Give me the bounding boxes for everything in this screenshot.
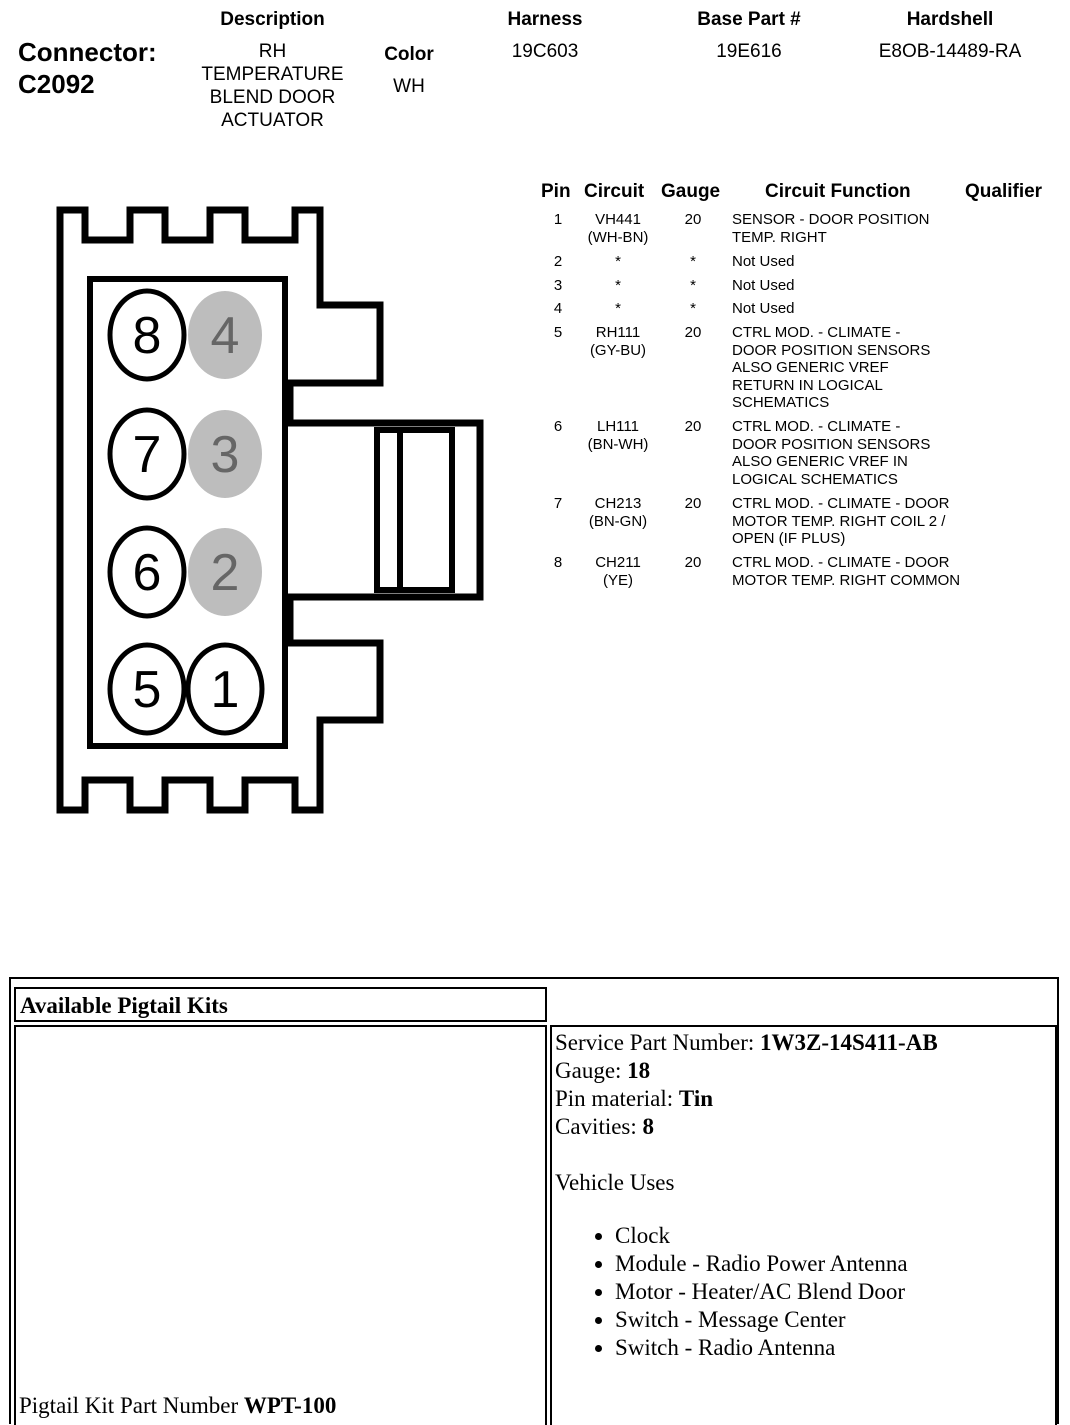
pin-label: 1 <box>211 661 240 719</box>
circuit-function: Not Used <box>732 300 795 317</box>
harness-value: 19C603 <box>511 41 579 62</box>
pigtail-kit-part-number: Pigtail Kit Part Number WPT-100 <box>19 1393 337 1418</box>
circuit-function: CTRL MOD. - CLIMATE - DOOR MOTOR TEMP. R… <box>732 495 950 547</box>
circuit-function: CTRL MOD. - CLIMATE - DOOR POSITION SENS… <box>732 324 931 411</box>
pin-number: 1 <box>553 211 563 228</box>
pin-cavity-3: 3 <box>188 410 262 498</box>
wire-gauge: 20 <box>684 495 702 512</box>
circuit-code: LH111(BN-WH) <box>587 418 649 453</box>
connector-title: Connector: C2092 <box>18 36 157 100</box>
pin-number: 8 <box>553 554 563 571</box>
wire-gauge: * <box>690 253 696 270</box>
circuit-function: CTRL MOD. - CLIMATE - DOOR POSITION SENS… <box>732 418 931 488</box>
pigtail-kit-details: Service Part Number: 1W3Z-14S411-AB Gaug… <box>550 1025 1057 1425</box>
color-value: WH <box>393 76 425 97</box>
connector-inner-cavity <box>87 276 288 749</box>
pin-header: Pin <box>541 181 571 202</box>
connector-id: C2092 <box>18 69 95 99</box>
wire-gauge: 20 <box>684 554 702 571</box>
harness-header: Harness <box>507 9 583 30</box>
gauge-header: Gauge <box>661 181 721 202</box>
pin-number: 3 <box>553 277 563 294</box>
connector-latch <box>374 427 455 593</box>
list-item: Clock <box>615 1222 1055 1250</box>
wire-gauge: 20 <box>684 418 702 435</box>
base-part-value: 19E616 <box>716 41 782 62</box>
qualifier-header: Qualifier <box>965 181 1043 202</box>
pin-label: 6 <box>133 544 162 602</box>
list-item: Motor - Heater/AC Blend Door <box>615 1278 1055 1306</box>
list-item: Switch - Radio Antenna <box>615 1334 1055 1362</box>
pin-label: 3 <box>211 426 240 484</box>
pin-number: 6 <box>553 418 563 435</box>
circuit-code: RH111(GY-BU) <box>589 324 647 359</box>
list-item: Module - Radio Power Antenna <box>615 1250 1055 1278</box>
circuit-code: CH211(YE) <box>595 554 641 589</box>
vehicle-uses-list: Clock Module - Radio Power Antenna Motor… <box>555 1222 1055 1362</box>
pin-label: 8 <box>133 307 162 365</box>
base-part-header: Base Part # <box>697 9 801 30</box>
wire-gauge: 20 <box>684 211 702 228</box>
circuit-code: VH441(WH-BN) <box>587 211 649 246</box>
pin-cavity-1: 1 <box>185 642 265 736</box>
vehicle-uses-title: Vehicle Uses <box>555 1170 675 1195</box>
pin-label: 5 <box>133 661 162 719</box>
circuit-code: * <box>615 253 621 270</box>
circuit-function: Not Used <box>732 253 795 270</box>
hardshell-value: E8OB-14489-RA <box>878 41 1022 62</box>
kit-gauge: Gauge: 18 <box>555 1058 651 1083</box>
circuit-code: * <box>615 277 621 294</box>
pin-label: 2 <box>211 544 240 602</box>
pigtail-kits-title: Available Pigtail Kits <box>14 987 547 1022</box>
description-value: RH TEMPERATURE BLEND DOOR ACTUATOR <box>201 41 344 131</box>
pin-cavity-8: 8 <box>107 288 187 382</box>
pin-number: 2 <box>553 253 563 270</box>
color-header: Color <box>384 44 434 65</box>
list-item: Switch - Message Center <box>615 1306 1055 1334</box>
pin-cavity-4: 4 <box>188 291 262 379</box>
pin-cavity-6: 6 <box>107 525 187 619</box>
pin-cavity-7: 7 <box>107 407 187 501</box>
pin-label: 4 <box>211 307 240 365</box>
circuit-function: SENSOR - DOOR POSITION TEMP. RIGHT <box>732 211 930 246</box>
connector-housing-outline <box>56 206 484 814</box>
pin-number: 5 <box>553 324 563 341</box>
pin-cavity-5: 5 <box>107 642 187 736</box>
circuit-header: Circuit <box>584 181 645 202</box>
pin-number: 7 <box>553 495 563 512</box>
cavities: Cavities: 8 <box>555 1114 655 1139</box>
pin-cavity-2: 2 <box>188 528 262 616</box>
description-header: Description <box>220 9 325 30</box>
wire-gauge: * <box>690 277 696 294</box>
wire-gauge: 20 <box>684 324 702 341</box>
service-part-number: Service Part Number: 1W3Z-14S411-AB <box>555 1030 938 1055</box>
pigtail-kit-cell: Pigtail Kit Part Number WPT-100 <box>14 1025 547 1425</box>
pigtail-kits-table: Available Pigtail Kits Pigtail Kit Part … <box>9 977 1059 1425</box>
circuit-function: Not Used <box>732 277 795 294</box>
pin-material: Pin material: Tin <box>555 1086 714 1111</box>
hardshell-header: Hardshell <box>906 9 994 30</box>
circuit-function: CTRL MOD. - CLIMATE - DOOR MOTOR TEMP. R… <box>732 554 961 589</box>
pin-label: 7 <box>133 426 162 484</box>
wire-gauge: * <box>690 300 696 317</box>
function-header: Circuit Function <box>765 181 911 202</box>
circuit-code: CH213(BN-GN) <box>588 495 648 530</box>
connector-label: Connector: <box>18 37 157 67</box>
circuit-code: * <box>615 300 621 317</box>
pin-number: 4 <box>553 300 563 317</box>
